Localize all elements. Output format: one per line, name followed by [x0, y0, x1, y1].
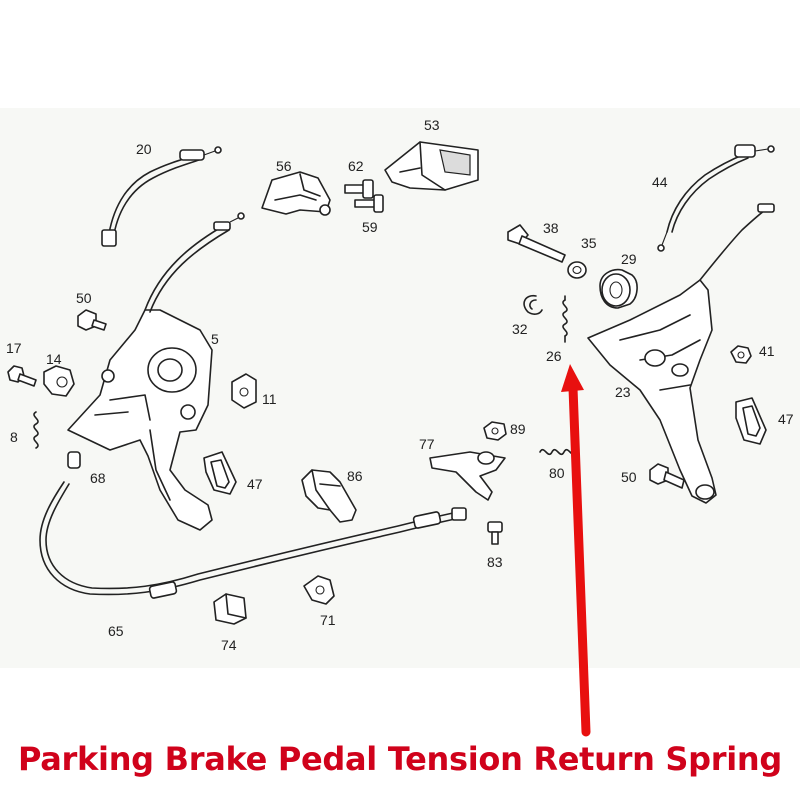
- label-part-47-left: 47: [247, 476, 263, 492]
- part-89-nut: [483, 421, 507, 441]
- label-part-38: 38: [543, 220, 559, 236]
- label-part-56: 56: [276, 158, 292, 174]
- label-part-50-left: 50: [76, 290, 92, 306]
- part-53-housing: [384, 141, 479, 191]
- part-14-latch: [43, 365, 75, 397]
- label-part-65: 65: [108, 623, 124, 639]
- part-labels: 20 56 62 53 59 44 38 35 29 50 5 32 26 41…: [6, 117, 794, 653]
- label-part-50-right: 50: [621, 469, 637, 485]
- label-part-17: 17: [6, 340, 22, 356]
- part-5-pedal-assembly: [67, 212, 245, 531]
- label-part-86: 86: [347, 468, 363, 484]
- part-83-bolt: [487, 521, 503, 545]
- part-8-spring: [33, 411, 39, 449]
- label-part-35: 35: [581, 235, 597, 251]
- label-part-5: 5: [211, 331, 219, 347]
- label-part-83: 83: [487, 554, 503, 570]
- label-part-20: 20: [136, 141, 152, 157]
- part-59-bolt: [354, 194, 384, 213]
- part-44-cable: [657, 144, 775, 252]
- label-part-68: 68: [90, 470, 106, 486]
- part-50-bolt-left: [77, 309, 107, 331]
- part-32-clip: [523, 294, 543, 315]
- part-35-washer: [567, 261, 587, 279]
- label-part-29: 29: [621, 251, 637, 267]
- part-71-clip: [303, 575, 335, 605]
- label-part-74: 74: [221, 637, 237, 653]
- label-part-89: 89: [510, 421, 526, 437]
- label-part-53: 53: [424, 117, 440, 133]
- part-11-bracket: [231, 373, 257, 409]
- label-part-14: 14: [46, 351, 62, 367]
- label-part-41: 41: [759, 343, 775, 359]
- part-56-bracket: [261, 171, 331, 216]
- part-50-bolt-right: [649, 463, 685, 489]
- part-47-pad-right: [735, 397, 767, 445]
- part-80-spring: [539, 448, 577, 456]
- part-62-bolt: [344, 179, 374, 199]
- part-68-bushing: [67, 451, 81, 469]
- label-part-23: 23: [615, 384, 631, 400]
- part-77-lever: [429, 451, 506, 501]
- part-17-bolt: [7, 365, 37, 387]
- label-part-32: 32: [512, 321, 528, 337]
- label-part-47-right: 47: [778, 411, 794, 427]
- label-part-77: 77: [419, 436, 435, 452]
- label-part-71: 71: [320, 612, 336, 628]
- part-23-pedal-assembly: [587, 203, 775, 504]
- caption-title: Parking Brake Pedal Tension Return Sprin…: [17, 740, 783, 778]
- part-29-bushing: [599, 268, 638, 309]
- label-part-8: 8: [10, 429, 18, 445]
- label-part-62: 62: [348, 158, 364, 174]
- part-26-spring: [562, 295, 568, 343]
- label-part-11: 11: [262, 391, 277, 407]
- part-74-block: [213, 593, 247, 625]
- label-part-44: 44: [652, 174, 668, 190]
- part-65-cable: [39, 481, 467, 599]
- part-20-cable: [101, 146, 222, 247]
- part-38-bolt: [507, 224, 566, 263]
- label-part-26: 26: [546, 348, 562, 364]
- part-86-bracket: [301, 469, 357, 523]
- pointer-arrow: [561, 364, 591, 737]
- part-41-nut: [730, 345, 752, 364]
- part-47-pad-left: [203, 451, 237, 495]
- label-part-80: 80: [549, 465, 565, 481]
- label-part-59: 59: [362, 219, 378, 235]
